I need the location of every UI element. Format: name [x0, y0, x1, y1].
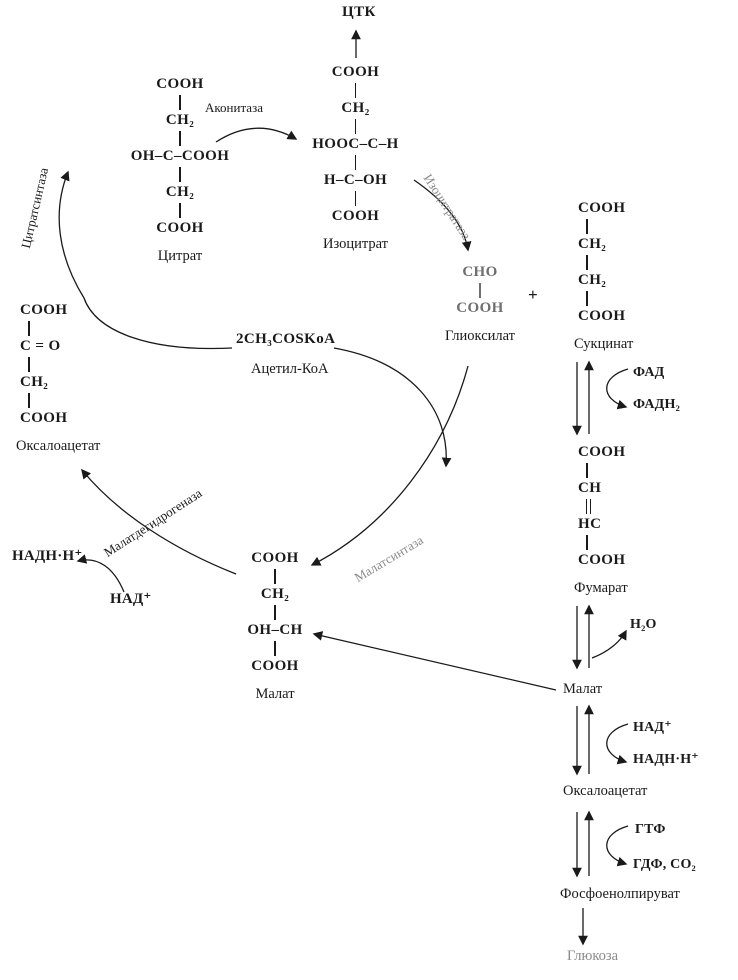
arrow-fad-to-fadh2 [606, 368, 629, 410]
formula-row: CH₂ [578, 272, 607, 288]
arrow-nad-to-nadh-right [606, 723, 629, 765]
glyoxylate-structure: CHO COOH Глиоксилат [440, 262, 520, 345]
arrow-malate-right-to-center [312, 631, 557, 691]
arrow-malate-dehydrogenase [81, 468, 237, 575]
bond-line [179, 131, 181, 146]
formula-row: COOH [578, 200, 626, 216]
formula-row: CHO [462, 264, 498, 280]
formula-row: HC [578, 516, 602, 532]
bond-line [354, 191, 357, 206]
formula-row: H–C–OH [323, 172, 388, 188]
bond-line [179, 167, 181, 182]
oxaloacetate-structure: COOH C = O CH₂ COOH Оксалоацетат [16, 300, 130, 455]
nadh-right-label: НАДН·Н⁺ [633, 752, 699, 767]
double-bond-line [586, 499, 591, 514]
fumarate-structure: COOH CH HC COOH Фумарат [574, 442, 656, 597]
bond-line [354, 83, 357, 98]
formula-row: COOH [20, 302, 68, 318]
bond-line [274, 605, 276, 620]
formula-row: CH₂ [165, 184, 195, 200]
arrow-glyoxylate-to-malate [310, 365, 469, 566]
bond-line [586, 463, 588, 478]
fadh2-label: ФАДН₂ [633, 397, 680, 412]
formula-row: CH [578, 480, 602, 496]
bond-line [179, 95, 181, 110]
formula-row: OH–C–COOH [130, 148, 230, 164]
fad-label: ФАД [633, 365, 665, 380]
acetyl-coa-label: Ацетил-КоА [251, 361, 329, 377]
nad-right-label: НАД⁺ [633, 720, 672, 735]
molecule-label-fumarate: Фумарат [574, 580, 628, 596]
formula-row: CH₂ [260, 586, 290, 602]
malate-right-label: Малат [563, 681, 603, 697]
bond-line [179, 203, 181, 218]
formula-row: COOH [156, 220, 204, 236]
arrow-aconitase [215, 127, 298, 143]
arrow-acetylcoa-to-malate-synthase [333, 347, 452, 468]
molecule-label-succinate: Сукцинат [574, 336, 634, 352]
molecule-label-citrate: Цитрат [157, 248, 203, 264]
molecule-label-isocitrate: Изоцитрат [322, 236, 389, 252]
arrow-gtp-to-gdp [606, 825, 629, 867]
formula-row: CH₂ [165, 112, 195, 128]
acetyl-coa-formula: 2CH₃COSKoA [236, 331, 336, 347]
formula-row: HOOC–C–H [312, 136, 399, 152]
arrow-nad-to-nadh-left [76, 554, 125, 593]
glucose-label: Глюкоза [567, 948, 619, 964]
bond-line [354, 119, 357, 134]
formula-row: CH₂ [578, 236, 607, 252]
bond-line [274, 569, 276, 584]
plus-sign: + [528, 285, 539, 304]
nad-left-label: НАД⁺ [110, 591, 152, 607]
nadh-left-label: НАДН·Н⁺ [12, 548, 83, 564]
citrate-structure: COOH CH₂ OH–C–COOH CH₂ COOH Цитрат [120, 74, 240, 265]
formula-row: CH₂ [20, 374, 49, 390]
formula-row: OH–CH [247, 622, 303, 638]
bond-line [274, 641, 276, 656]
bond-line [586, 255, 588, 270]
oxaloacetate-right-label: Оксалоацетат [563, 783, 648, 799]
bond-line [586, 535, 588, 550]
formula-row: COOH [456, 300, 504, 316]
molecule-label-oxaloacetate: Оксалоацетат [16, 438, 101, 454]
bond-line [28, 393, 30, 408]
arrow-h2o [591, 629, 627, 659]
arrow-isocitratase [413, 179, 472, 252]
arrow-citrate-synthase [58, 170, 233, 350]
formula-row: C = O [20, 338, 61, 354]
h2o-label: H₂O [630, 617, 657, 632]
formula-row: COOH [251, 658, 299, 674]
formula-row: COOH [251, 550, 299, 566]
molecule-label-malate: Малат [255, 686, 295, 702]
formula-row: COOH [20, 410, 68, 426]
bond-line [479, 283, 481, 298]
formula-row: CH₂ [341, 100, 370, 116]
formula-row: COOH [578, 308, 626, 324]
bond-line [586, 219, 588, 234]
bond-line [28, 321, 30, 336]
formula-row: COOH [331, 208, 380, 224]
bond-line [354, 155, 357, 170]
succinate-structure: COOH CH₂ CH₂ COOH Сукцинат [574, 198, 656, 353]
gdp-co2-label: ГДФ, CO₂ [633, 857, 696, 872]
pep-label: Фосфоенолпируват [560, 886, 680, 902]
bond-line [586, 291, 588, 306]
formula-row: COOH [156, 76, 204, 92]
enzyme-aconitase: Аконитаза [205, 100, 263, 115]
formula-row: COOH [578, 552, 626, 568]
malate-structure: COOH CH₂ OH–CH COOH Малат [225, 548, 325, 703]
tca-cycle-label: ЦТК [342, 4, 376, 20]
isocitrate-structure: COOH CH₂ HOOC–C–H H–C–OH COOH Изоцитрат [283, 62, 428, 253]
formula-row: COOH [578, 444, 626, 460]
molecule-label-glyoxylate: Глиоксилат [444, 328, 516, 344]
gtp-label: ГТФ [635, 822, 666, 837]
formula-row: COOH [331, 64, 380, 80]
bond-line [28, 357, 30, 372]
